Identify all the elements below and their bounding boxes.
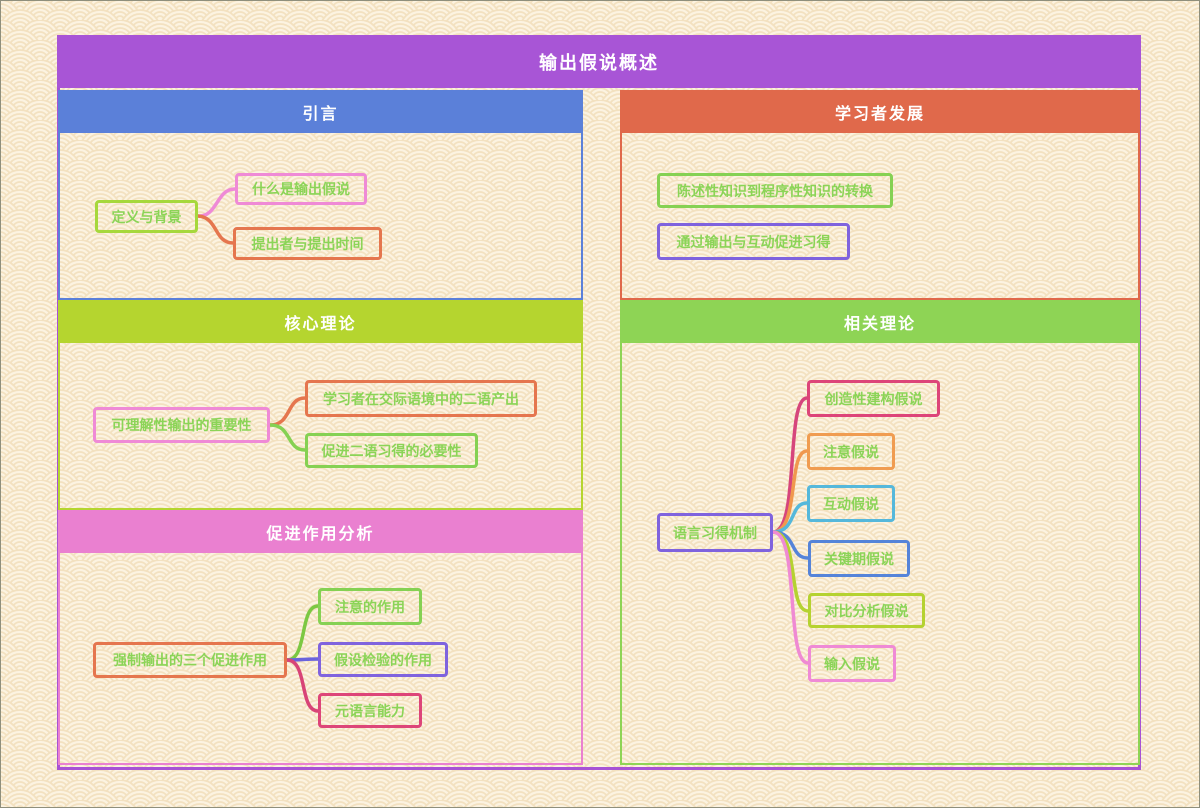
node-necessity-for-sla-label: 促进二语习得的必要性 — [321, 442, 462, 459]
node-metalinguistic-function-label: 元语言能力 — [335, 702, 405, 719]
node-critical-period-hypothesis-label: 关键期假说 — [824, 550, 894, 567]
node-contrastive-analysis-hypothesis-label: 对比分析假说 — [824, 602, 909, 619]
central-topic-label: 输出假说概述 — [539, 52, 659, 73]
node-language-acquisition-mechanism-label: 语言习得机制 — [673, 524, 757, 541]
node-declarative-to-procedural-label: 陈述性知识到程序性知识的转换 — [677, 182, 873, 199]
section-intro-body — [58, 133, 583, 300]
node-noticing-function[interactable]: 注意的作用 — [318, 588, 422, 625]
section-function-analysis-title: 促进作用分析 — [266, 525, 375, 543]
section-core-theory-title: 核心理论 — [284, 315, 357, 333]
node-input-hypothesis-label: 输入假说 — [824, 655, 880, 672]
node-noticing-hypothesis[interactable]: 注意假说 — [807, 433, 895, 470]
section-intro: 引言 — [58, 90, 583, 300]
node-proposer-and-time[interactable]: 提出者与提出时间 — [233, 227, 382, 260]
node-three-functions-of-pushed-output-label: 强制输出的三个促进作用 — [113, 652, 267, 668]
node-noticing-function-label: 注意的作用 — [335, 598, 405, 615]
node-interaction-hypothesis[interactable]: 互动假说 — [807, 485, 895, 522]
node-input-hypothesis[interactable]: 输入假说 — [808, 645, 896, 682]
section-core-theory-header[interactable]: 核心理论 — [58, 300, 583, 343]
node-three-functions-of-pushed-output[interactable]: 强制输出的三个促进作用 — [93, 642, 287, 678]
section-function-analysis: 促进作用分析 — [58, 510, 583, 765]
node-comprehensible-output-importance[interactable]: 可理解性输出的重要性 — [93, 407, 270, 443]
node-creative-construction-hypothesis[interactable]: 创造性建构假说 — [807, 380, 940, 417]
section-core-theory: 核心理论 — [58, 300, 583, 510]
section-function-analysis-header[interactable]: 促进作用分析 — [58, 510, 583, 553]
section-related-theories-header[interactable]: 相关理论 — [620, 300, 1140, 343]
section-related-theories-title: 相关理论 — [843, 315, 916, 333]
node-definition-background-label: 定义与背景 — [111, 208, 182, 225]
node-what-is-output-hypothesis-label: 什么是输出假说 — [252, 181, 350, 197]
section-learner-development: 学习者发展 — [620, 90, 1140, 300]
central-topic[interactable]: 输出假说概述 — [57, 35, 1141, 88]
node-hypothesis-testing-function-label: 假设检验的作用 — [334, 651, 432, 668]
node-hypothesis-testing-function[interactable]: 假设检验的作用 — [318, 642, 448, 677]
section-core-theory-body — [58, 343, 583, 510]
section-function-analysis-body — [58, 553, 583, 765]
node-critical-period-hypothesis[interactable]: 关键期假说 — [808, 540, 910, 577]
node-output-interaction-acquisition[interactable]: 通过输出与互动促进习得 — [657, 223, 850, 260]
node-definition-background[interactable]: 定义与背景 — [95, 200, 198, 233]
section-learner-development-title: 学习者发展 — [834, 105, 925, 123]
node-contrastive-analysis-hypothesis[interactable]: 对比分析假说 — [808, 593, 925, 628]
node-proposer-and-time-label: 提出者与提出时间 — [251, 235, 364, 252]
node-language-acquisition-mechanism[interactable]: 语言习得机制 — [657, 513, 773, 552]
node-declarative-to-procedural[interactable]: 陈述性知识到程序性知识的转换 — [657, 173, 893, 208]
node-what-is-output-hypothesis[interactable]: 什么是输出假说 — [235, 173, 367, 205]
section-related-theories-body — [620, 343, 1140, 765]
section-related-theories: 相关理论 — [620, 300, 1140, 765]
section-learner-development-header[interactable]: 学习者发展 — [620, 90, 1140, 133]
node-output-interaction-acquisition-label: 通过输出与互动促进习得 — [676, 233, 831, 250]
node-l2-production-in-context-label: 学习者在交际语境中的二语产出 — [323, 390, 519, 407]
node-noticing-hypothesis-label: 注意假说 — [823, 443, 879, 460]
node-comprehensible-output-importance-label: 可理解性输出的重要性 — [111, 417, 252, 433]
node-creative-construction-hypothesis-label: 创造性建构假说 — [824, 390, 923, 407]
node-interaction-hypothesis-label: 互动假说 — [823, 495, 879, 512]
node-l2-production-in-context[interactable]: 学习者在交际语境中的二语产出 — [305, 380, 537, 417]
node-metalinguistic-function[interactable]: 元语言能力 — [318, 693, 422, 728]
section-intro-header[interactable]: 引言 — [58, 90, 583, 133]
node-necessity-for-sla[interactable]: 促进二语习得的必要性 — [305, 433, 478, 468]
section-intro-title: 引言 — [302, 105, 339, 123]
section-learner-development-body — [620, 133, 1140, 300]
